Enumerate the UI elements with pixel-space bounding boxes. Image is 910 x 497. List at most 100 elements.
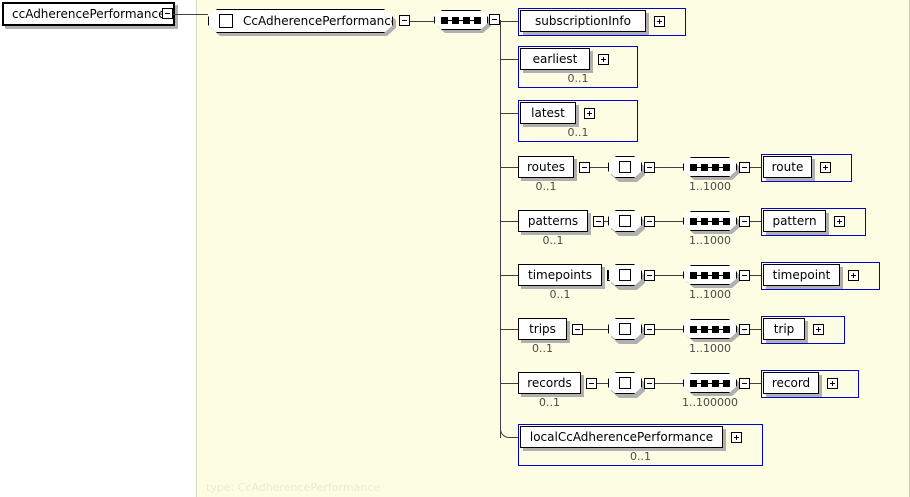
element-routes[interactable]: routes — [518, 156, 574, 178]
type-icon-trips[interactable] — [608, 318, 642, 340]
root-element-box[interactable]: ccAdherencePerformance — [2, 2, 176, 26]
root-type-box[interactable]: CcAdherencePerformance — [208, 9, 393, 33]
element-latest-label: latest — [531, 106, 565, 120]
element-toggle-plus-icon-pattern[interactable] — [834, 216, 845, 227]
element-frame-timepoint[interactable] — [761, 262, 880, 290]
complextype-square-icon — [619, 269, 631, 281]
connector-branch-timepoints — [500, 275, 518, 276]
element-frame-pattern[interactable] — [761, 208, 866, 236]
type-toggle-minus-icon-trips[interactable] — [644, 324, 655, 335]
element-trip[interactable]: trip — [763, 318, 805, 340]
type-toggle-minus-icon-timepoints[interactable] — [644, 270, 655, 281]
element-frame-record[interactable] — [761, 370, 859, 398]
type-toggle-minus-icon-records[interactable] — [644, 378, 655, 389]
element-earliest-label: earliest — [532, 52, 578, 66]
complextype-square-icon — [619, 377, 631, 389]
sequence-patterns[interactable] — [683, 211, 737, 231]
cardinality-localCcAdherencePerformance: 0..1 — [630, 450, 651, 463]
cardinality-sequence-patterns: 1..1000 — [689, 234, 731, 247]
cardinality-patterns: 0..1 — [542, 234, 564, 247]
connector-branch-latest — [500, 113, 518, 114]
element-timepoints-label: timepoints — [528, 268, 592, 282]
footer-type-caption: type: CcAdherencePerformance — [206, 481, 381, 494]
complextype-square-icon — [219, 14, 233, 28]
element-timepoint-label: timepoint — [772, 268, 831, 282]
sequence-toggle-minus-icon-routes[interactable] — [739, 162, 750, 173]
element-routes-label: routes — [527, 160, 565, 174]
root-sequence-toggle-minus-icon[interactable] — [489, 14, 500, 25]
sequence-indicator-icon — [441, 17, 481, 24]
sequence-timepoints[interactable] — [683, 265, 737, 285]
element-frame-route[interactable] — [761, 154, 852, 182]
type-icon-routes[interactable] — [608, 156, 642, 178]
cardinality-sequence-records: 1..100000 — [682, 396, 738, 409]
connector-records-type-to-sequence — [655, 383, 683, 384]
root-element-toggle-minus-icon[interactable] — [162, 8, 173, 19]
connector-timepoints-type-to-sequence — [655, 275, 683, 276]
element-toggle-plus-icon-timepoint[interactable] — [848, 270, 859, 281]
element-toggle-minus-icon-routes[interactable] — [579, 162, 590, 173]
element-toggle-minus-icon-patterns[interactable] — [593, 216, 604, 227]
root-sequence-box[interactable] — [434, 10, 488, 30]
connector-trips-type-to-sequence — [655, 329, 683, 330]
element-frame-subscriptionInfo[interactable] — [518, 8, 686, 36]
sequence-indicator-icon — [690, 164, 730, 171]
element-frame-localCcAdherencePerformance[interactable] — [518, 424, 763, 466]
connector-branch-localCcAdherencePerformance — [509, 437, 518, 438]
connector-branch-subscriptionInfo — [500, 21, 518, 22]
type-toggle-minus-icon-routes[interactable] — [644, 162, 655, 173]
element-toggle-plus-icon-trip[interactable] — [813, 324, 824, 335]
element-subscriptionInfo-label: subscriptionInfo — [535, 14, 631, 28]
cardinality-sequence-trips: 1..1000 — [689, 342, 731, 355]
element-frame-latest[interactable] — [518, 100, 638, 142]
cardinality-routes: 0..1 — [535, 180, 557, 193]
type-toggle-minus-icon-patterns[interactable] — [644, 216, 655, 227]
sequence-toggle-minus-icon-records[interactable] — [739, 378, 750, 389]
element-toggle-plus-icon-earliest[interactable] — [598, 54, 609, 65]
sequence-toggle-minus-icon-timepoints[interactable] — [739, 270, 750, 281]
root-type-label: CcAdherencePerformance — [243, 14, 399, 28]
element-toggle-plus-icon-record[interactable] — [827, 378, 838, 389]
element-record[interactable]: record — [763, 372, 819, 394]
element-record-label: record — [771, 376, 811, 390]
element-toggle-minus-icon-records[interactable] — [586, 378, 597, 389]
connector-routes-to-child — [750, 167, 761, 168]
connector-timepoints-to-child — [750, 275, 761, 276]
connector-records-to-type — [597, 383, 608, 384]
element-earliest[interactable]: earliest — [520, 48, 590, 70]
element-toggle-plus-icon-subscriptionInfo[interactable] — [654, 16, 665, 27]
element-frame-trip[interactable] — [761, 316, 845, 344]
element-toggle-plus-icon-latest[interactable] — [584, 108, 595, 119]
element-localCcAdherencePerformance[interactable]: localCcAdherencePerformance — [520, 426, 723, 448]
sequence-records[interactable] — [683, 373, 737, 393]
sequence-trips[interactable] — [683, 319, 737, 339]
type-icon-patterns[interactable] — [608, 210, 642, 232]
element-timepoints[interactable]: timepoints — [518, 264, 602, 286]
connector-spine-main — [500, 20, 501, 438]
element-subscriptionInfo[interactable]: subscriptionInfo — [520, 10, 646, 32]
connector-trips-to-type — [583, 329, 608, 330]
element-pattern[interactable]: pattern — [763, 210, 826, 232]
root-type-toggle-minus-icon[interactable] — [399, 15, 410, 26]
element-trip-label: trip — [773, 322, 795, 336]
element-timepoint[interactable]: timepoint — [763, 264, 840, 286]
element-toggle-plus-icon-route[interactable] — [820, 162, 831, 173]
element-route[interactable]: route — [763, 156, 812, 178]
sequence-indicator-icon — [690, 380, 730, 387]
sequence-toggle-minus-icon-trips[interactable] — [739, 324, 750, 335]
connector-branch-trips — [500, 329, 518, 330]
element-toggle-minus-icon-trips[interactable] — [572, 324, 583, 335]
element-latest[interactable]: latest — [520, 102, 576, 124]
connector-routes-type-to-sequence — [655, 167, 683, 168]
element-toggle-plus-icon-localCcAdherencePerformance[interactable] — [731, 432, 742, 443]
connector-root-to-type — [173, 14, 208, 15]
type-icon-records[interactable] — [608, 372, 642, 394]
sequence-routes[interactable] — [683, 157, 737, 177]
element-frame-earliest[interactable] — [518, 46, 638, 88]
element-trips[interactable]: trips — [518, 318, 567, 340]
element-records[interactable]: records — [518, 372, 581, 394]
sequence-toggle-minus-icon-patterns[interactable] — [739, 216, 750, 227]
element-patterns[interactable]: patterns — [518, 210, 588, 232]
type-icon-timepoints[interactable] — [608, 264, 642, 286]
